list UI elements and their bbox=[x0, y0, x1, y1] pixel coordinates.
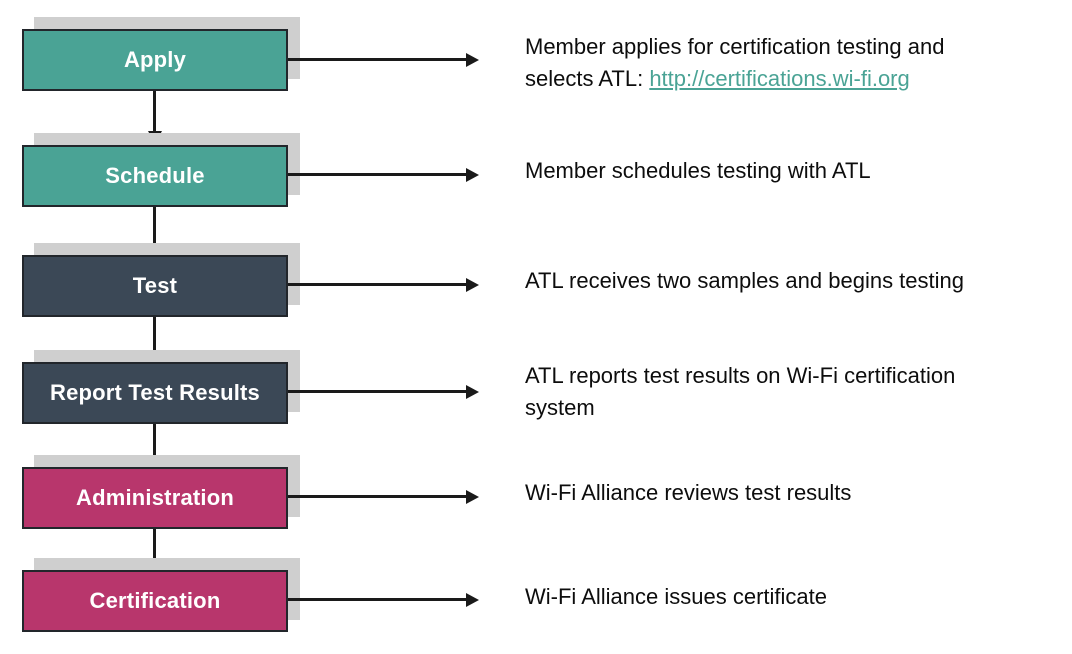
process-box-label: Administration bbox=[75, 485, 235, 510]
description-line-1: ATL reports test results on Wi-Fi certif… bbox=[525, 363, 956, 388]
process-box-label: Certification bbox=[89, 588, 221, 613]
flow-arrow-line-schedule-to-test bbox=[153, 207, 156, 249]
description-line-1: Wi-Fi Alliance reviews test results bbox=[525, 480, 852, 505]
certification-portal-link[interactable]: http://certifications.wi-fi.org bbox=[649, 66, 910, 91]
connector-arrow-head-apply bbox=[466, 52, 479, 67]
process-box-schedule[interactable]: Schedule bbox=[22, 145, 288, 207]
process-box-label: Apply bbox=[123, 47, 187, 72]
connector-arrow-head-administration bbox=[466, 489, 479, 504]
connector-arrow-line-schedule bbox=[288, 173, 468, 176]
process-box-label: Report Test Results bbox=[50, 380, 260, 405]
description-line-1: Wi-Fi Alliance issues certificate bbox=[525, 584, 827, 609]
connector-arrow-line-apply bbox=[288, 58, 468, 61]
process-box-certification[interactable]: Certification bbox=[22, 570, 288, 632]
description-apply: Member applies for certification testing… bbox=[525, 31, 1070, 95]
process-box-label: Schedule bbox=[105, 163, 205, 188]
flow-arrow-line-administration-to-certification bbox=[153, 529, 156, 566]
description-line-2: selects ATL: bbox=[525, 66, 650, 91]
connector-arrow-line-report-test-results bbox=[288, 390, 468, 393]
process-box-administration[interactable]: Administration bbox=[22, 467, 288, 529]
connector-arrow-line-certification bbox=[288, 598, 468, 601]
description-line-2: system bbox=[525, 395, 595, 420]
description-line-1: Member schedules testing with ATL bbox=[525, 158, 871, 183]
flow-arrow-line-report-to-administration bbox=[153, 424, 156, 461]
connector-arrow-head-certification bbox=[466, 592, 479, 607]
connector-arrow-line-test bbox=[288, 283, 468, 286]
process-box-report-test-results[interactable]: Report Test Results bbox=[22, 362, 288, 424]
description-report-test-results: ATL reports test results on Wi-Fi certif… bbox=[525, 360, 1070, 424]
description-schedule: Member schedules testing with ATL bbox=[525, 155, 1070, 187]
connector-arrow-head-test bbox=[466, 277, 479, 292]
connector-arrow-head-schedule bbox=[466, 167, 479, 182]
connector-arrow-head-report-test-results bbox=[466, 384, 479, 399]
process-box-apply[interactable]: Apply bbox=[22, 29, 288, 91]
description-test: ATL receives two samples and begins test… bbox=[525, 265, 1070, 297]
connector-arrow-line-administration bbox=[288, 495, 468, 498]
flow-arrow-line-apply-to-schedule bbox=[153, 91, 156, 133]
flow-arrow-line-test-to-report bbox=[153, 317, 156, 354]
process-box-test[interactable]: Test bbox=[22, 255, 288, 317]
description-certification: Wi-Fi Alliance issues certificate bbox=[525, 581, 1070, 613]
description-line-1: Member applies for certification testing… bbox=[525, 34, 945, 59]
process-box-label: Test bbox=[132, 273, 178, 298]
description-line-1: ATL receives two samples and begins test… bbox=[525, 268, 965, 293]
description-administration: Wi-Fi Alliance reviews test results bbox=[525, 477, 1070, 509]
